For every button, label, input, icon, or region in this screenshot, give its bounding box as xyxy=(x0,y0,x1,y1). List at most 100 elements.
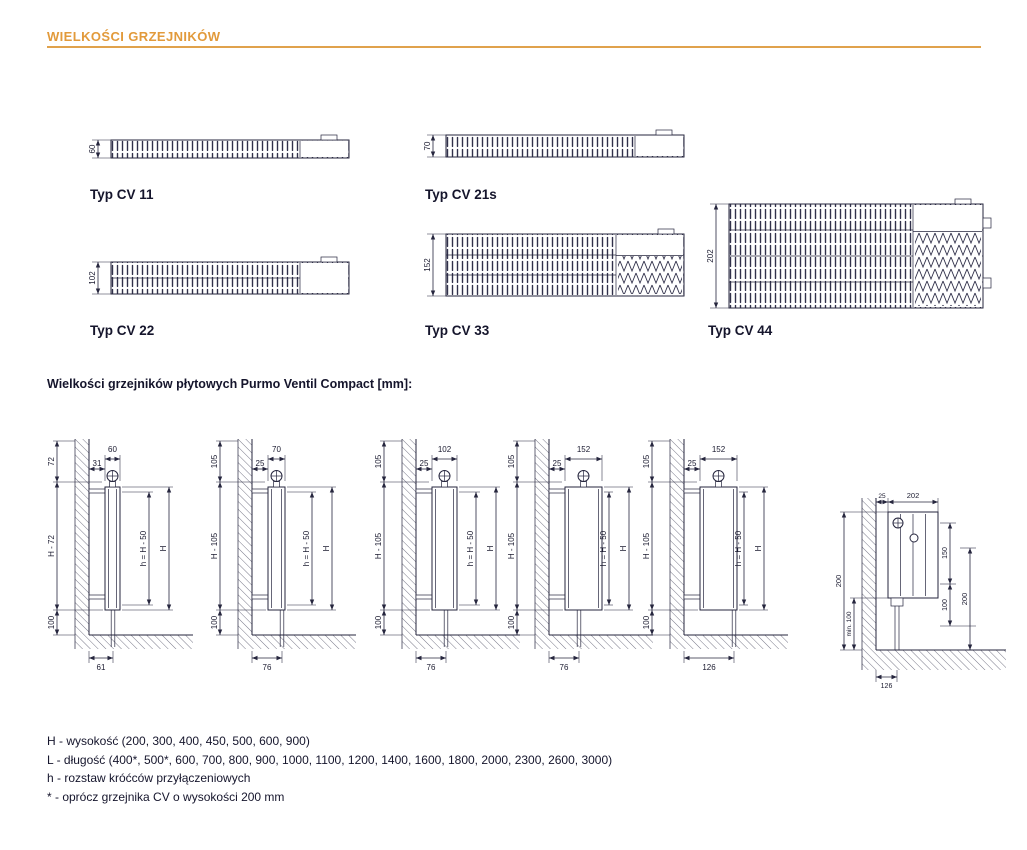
legend: H - wysokość (200, 300, 400, 450, 500, 6… xyxy=(47,732,612,806)
dimension-label: 76 xyxy=(427,663,436,672)
dimension-label: 100 xyxy=(210,615,219,629)
floor xyxy=(252,634,356,649)
wall xyxy=(534,439,550,649)
dimension-label: 61 xyxy=(97,663,106,672)
dimension-label: 200 xyxy=(960,593,969,606)
bottom-pipes xyxy=(443,610,449,647)
dimension-label: H - 105 xyxy=(374,532,383,559)
radiator-body xyxy=(110,134,350,159)
thermostatic-valve xyxy=(438,470,451,488)
wall xyxy=(669,439,685,649)
dimension-label: 152 xyxy=(423,258,432,272)
dimension-label: 200 xyxy=(834,575,843,588)
floor xyxy=(549,634,653,649)
dimension-label: 202 xyxy=(706,249,715,263)
cv33-drawing: 152 xyxy=(423,228,685,297)
dimension-label: 102 xyxy=(88,271,97,285)
dimension-label: H xyxy=(322,545,331,551)
dimension-label: 126 xyxy=(702,663,716,672)
cv22-drawing: 102 xyxy=(88,256,350,295)
radiator-side-view-drawing: 25 152 105 H - 105 100 xyxy=(505,425,655,680)
dimension-label: 60 xyxy=(88,144,97,153)
type-label: Typ CV 22 xyxy=(90,323,155,338)
side-view-svg: 31 60 72 H - 72 100 xyxy=(47,439,193,672)
dimension-label: 25 xyxy=(420,459,429,468)
radiator-body xyxy=(110,256,350,295)
cv21s-drawing: 70 xyxy=(423,129,685,158)
dimension-label: 150 xyxy=(942,547,949,559)
radiator-type-cv11: 60 Typ CV 11 xyxy=(85,128,370,202)
radiator-type-cv33: 152 Typ CV 33 xyxy=(420,224,705,338)
dimension-label: 100 xyxy=(642,615,651,629)
legend-line-pitch: h - rozstaw króćców przyłączeniowych xyxy=(47,771,251,785)
dimension-label: 72 xyxy=(47,457,56,466)
side-views-row: 31 60 72 H - 72 100 xyxy=(0,425,1027,685)
radiator-type-cv21s: 70 Typ CV 21s xyxy=(420,124,705,202)
height-dimension: 70 xyxy=(423,134,446,158)
page-title: WIELKOŚCI GRZEJNIKÓW xyxy=(47,29,221,44)
dimension-label: h = H - 50 xyxy=(599,530,608,566)
cv11-drawing: 60 xyxy=(88,134,350,159)
dimension-label: 202 xyxy=(907,491,920,500)
type-label: Typ CV 33 xyxy=(425,323,490,338)
dimensions: 25 202 200 min. 100 150 1 xyxy=(834,491,976,690)
dimension-label: 105 xyxy=(642,454,651,468)
dimension-label: 70 xyxy=(272,445,281,454)
dimensions: 25 70 105 H - 105 100 xyxy=(210,440,336,672)
height-dimension: 60 xyxy=(88,139,111,159)
dimension-label: 152 xyxy=(712,445,726,454)
dimension-label: 76 xyxy=(560,663,569,672)
bottom-pipes xyxy=(279,610,285,647)
radiator-body xyxy=(445,228,685,297)
thermostatic-valve xyxy=(712,470,725,488)
side-view-svg: 25 102 105 H - 105 100 xyxy=(374,439,520,672)
dimension-label: 25 xyxy=(878,493,886,500)
type-label: Typ CV 44 xyxy=(708,323,773,338)
dimension-label: 25 xyxy=(688,459,697,468)
height-dimension: 202 xyxy=(706,203,729,309)
radiator-body xyxy=(445,129,685,158)
bottom-pipes xyxy=(894,606,900,650)
corner-view-svg: 25 202 200 min. 100 150 1 xyxy=(834,491,1006,690)
thermostatic-valve xyxy=(106,470,119,488)
side-view-svg: 25 152 105 H - 105 100 xyxy=(642,439,788,672)
dimension-label: h = H - 50 xyxy=(302,530,311,566)
floor xyxy=(416,634,520,649)
height-dimension: 152 xyxy=(423,233,446,297)
dimension-label: 100 xyxy=(942,599,949,611)
wall xyxy=(74,439,90,649)
radiator xyxy=(548,486,603,611)
dimension-label: H - 72 xyxy=(47,535,56,557)
dimension-label: 76 xyxy=(263,663,272,672)
side-view-svg: 25 152 105 H - 105 100 xyxy=(507,439,653,672)
dimension-label: 126 xyxy=(881,683,893,690)
bottom-pipes xyxy=(576,610,582,647)
radiator-side-view-drawing: 25 102 105 H - 105 100 xyxy=(372,425,522,680)
dimension-label: 25 xyxy=(553,459,562,468)
cv44-drawing: 202 xyxy=(706,198,992,309)
floor xyxy=(89,634,193,649)
dimension-label: min. 100 xyxy=(846,611,853,636)
radiator-side-view-drawing: 25 152 105 H - 105 100 xyxy=(640,425,790,680)
dimension-label: 70 xyxy=(423,141,432,150)
wall xyxy=(237,439,253,649)
dimension-label: h = H - 50 xyxy=(139,530,148,566)
height-dimension: 102 xyxy=(88,261,111,295)
dimension-label: 102 xyxy=(438,445,452,454)
dimension-label: 60 xyxy=(108,445,117,454)
header-rule xyxy=(47,46,981,48)
wall xyxy=(401,439,417,649)
dimension-label: 100 xyxy=(374,615,383,629)
radiator xyxy=(415,486,458,611)
type-label: Typ CV 21s xyxy=(425,187,497,202)
dimension-label: H xyxy=(159,545,168,551)
radiator-side-view-drawing: 31 60 72 H - 72 100 xyxy=(45,425,195,680)
thermostatic-valve xyxy=(577,470,590,488)
radiator-side-view-drawing: 25 70 105 H - 105 100 xyxy=(208,425,358,680)
dimension-label: 105 xyxy=(210,454,219,468)
dimensions: 25 102 105 H - 105 100 xyxy=(374,440,500,672)
dimension-label: h = H - 50 xyxy=(466,530,475,566)
dimension-label: H xyxy=(486,545,495,551)
radiator-type-cv44: 202 Typ CV 44 xyxy=(703,196,1003,338)
